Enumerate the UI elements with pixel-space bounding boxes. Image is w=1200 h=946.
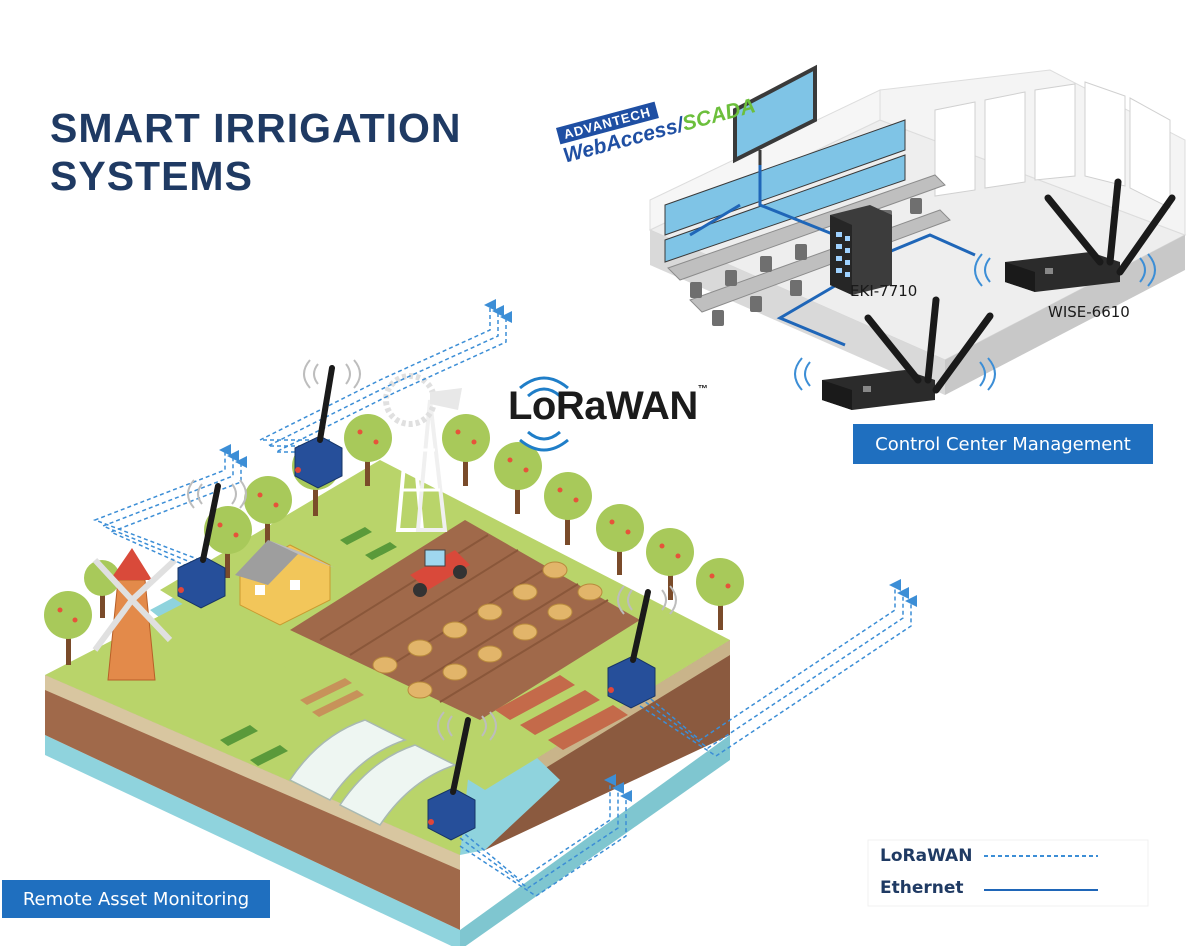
lorawan-logo: LoRaWAN™ xyxy=(508,384,708,429)
remote-monitoring-label: Remote Asset Monitoring xyxy=(2,880,270,918)
dock xyxy=(300,678,364,717)
title-line-1: SMART IRRIGATION xyxy=(50,105,462,151)
farm-land xyxy=(45,460,730,946)
ethernet-links xyxy=(689,165,976,347)
legend-lines xyxy=(867,839,1149,907)
lora-sensor-node-icon xyxy=(427,711,497,841)
greenhouse-icon xyxy=(288,719,457,826)
control-room xyxy=(648,69,1187,395)
lorawan-signal-icon xyxy=(519,376,569,452)
title-line-2: SYSTEMS xyxy=(50,153,253,199)
lte-gateway-icon xyxy=(794,296,996,410)
windmill-icon xyxy=(92,548,178,681)
tractor-icon xyxy=(410,549,470,597)
lora-sensor-node-icon xyxy=(607,585,677,709)
page-title: SMART IRRIGATION SYSTEMS xyxy=(50,104,462,200)
lora-sensor-node-icon xyxy=(177,479,247,609)
gateway-label: WISE-6610 xyxy=(1048,303,1130,321)
trademark: ™ xyxy=(697,384,708,395)
lora-sensor-node-icon xyxy=(294,359,361,489)
ethernet-switch-icon xyxy=(830,205,892,295)
monitor-icon xyxy=(733,64,817,165)
switch-label: EKI-7710 xyxy=(850,282,918,300)
control-center-label: Control Center Management xyxy=(853,424,1153,464)
video-wall xyxy=(664,119,906,263)
lorawan-links xyxy=(92,299,917,897)
legend-lorawan: LoRaWAN xyxy=(880,846,973,866)
lorawan-logo-text: LoRaWAN xyxy=(508,384,698,428)
lte-gateway-icon xyxy=(974,178,1176,292)
legend: LoRaWAN Ethernet xyxy=(868,840,1138,906)
barn-icon xyxy=(235,540,335,626)
legend-ethernet: Ethernet xyxy=(880,878,964,898)
